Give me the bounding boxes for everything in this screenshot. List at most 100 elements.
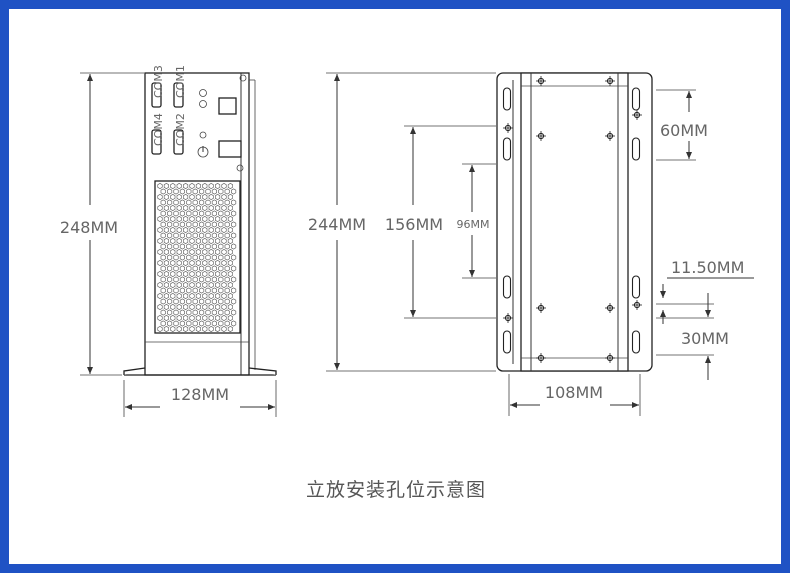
vent-cell [202, 282, 208, 288]
vent-cell [163, 271, 169, 277]
vent-cell [170, 249, 176, 255]
vent-cell [179, 243, 185, 250]
vent-cell [221, 326, 227, 332]
vent-cell [189, 183, 195, 189]
vent-cell [215, 216, 221, 222]
com-port [173, 129, 184, 155]
vent-cell [179, 221, 185, 228]
dimension-30: 30MM [656, 293, 729, 380]
vent-cell [160, 232, 166, 239]
led-indicator [199, 100, 207, 108]
vent-cell [163, 304, 169, 310]
vent-cell [227, 238, 233, 244]
width-label: 128MM [171, 385, 229, 404]
height-label: 244MM [308, 215, 366, 234]
vent-cell [160, 276, 166, 283]
front-view: COM3 COM1 COM4 COM2 [123, 65, 277, 376]
mounting-slot [631, 87, 641, 111]
com-port-group: COM3 COM1 COM4 COM2 [151, 65, 187, 155]
vent-cell [199, 232, 205, 239]
offset-label: 11.50MM [671, 258, 744, 277]
vent-cell [167, 254, 173, 261]
vent-cell [208, 183, 214, 189]
vent-cell [218, 309, 224, 316]
vent-cell [208, 205, 214, 211]
vent-cell [227, 183, 233, 189]
vent-cell [215, 238, 221, 244]
vent-cell [215, 205, 221, 211]
vent-cell [227, 293, 233, 299]
vent-cell [205, 309, 211, 316]
vent-cell [163, 260, 169, 266]
vent-cell [157, 183, 163, 189]
vent-cell [189, 315, 195, 321]
dimension-128: 128MM [123, 380, 277, 417]
vent-cell [167, 221, 173, 228]
vent-cell [192, 287, 198, 294]
vent-cell [192, 320, 198, 327]
vent-cell [205, 221, 211, 228]
vent-cell [173, 232, 179, 239]
led-indicator [199, 89, 207, 97]
vent-cell [163, 205, 169, 211]
vent-cell [163, 293, 169, 299]
vent-cell [157, 194, 163, 200]
vent-cell [224, 210, 230, 217]
vent-cell [163, 282, 169, 288]
vent-cell [189, 216, 195, 222]
vent-cell [179, 276, 185, 283]
dimension-60: 60MM [656, 89, 708, 161]
vent-cell [211, 298, 217, 305]
vent-cell [173, 265, 179, 272]
vent-cell [176, 238, 182, 244]
vent-cell [195, 293, 201, 299]
vent-cell [157, 315, 163, 321]
vent-cell [179, 210, 185, 217]
vent-cell [170, 260, 176, 266]
vent-cell [195, 304, 201, 310]
vent-cell [179, 199, 185, 206]
vent-cell [224, 287, 230, 294]
vent-cell [173, 309, 179, 316]
vent-cell [211, 243, 217, 250]
vent-cell [195, 216, 201, 222]
vent-cell [211, 276, 217, 283]
vent-cell [211, 232, 217, 239]
vent-cell [176, 227, 182, 233]
vent-cell [163, 227, 169, 233]
vent-cell [186, 243, 192, 250]
vent-cell [173, 287, 179, 294]
dimension-156: 156MM [385, 125, 496, 319]
vent-cell [215, 271, 221, 277]
vent-cell [208, 326, 214, 332]
vent-cell [189, 282, 195, 288]
vent-cell [224, 243, 230, 250]
vent-cell [183, 304, 189, 310]
vent-cell [231, 320, 237, 327]
vent-cell [202, 216, 208, 222]
vent-cell [160, 265, 166, 272]
vent-cell [189, 304, 195, 310]
vent-cell [186, 265, 192, 272]
vent-cell [183, 260, 189, 266]
vent-cell [192, 309, 198, 316]
vent-cell [221, 260, 227, 266]
vent-cell [183, 271, 189, 277]
vent-cell [199, 188, 205, 195]
vent-cell [195, 238, 201, 244]
vent-cell [218, 276, 224, 283]
vent-cell [163, 183, 169, 189]
vent-cell [183, 227, 189, 233]
vent-cell [163, 238, 169, 244]
vent-cell [205, 276, 211, 283]
vent-cell [227, 227, 233, 233]
vent-cell [189, 227, 195, 233]
vent-cell [192, 221, 198, 228]
vent-cell [221, 194, 227, 200]
vent-cell [224, 232, 230, 239]
vent-cell [205, 188, 211, 195]
vent-cell [231, 221, 237, 228]
vent-cell [192, 188, 198, 195]
vent-cell [202, 293, 208, 299]
vent-cell [173, 254, 179, 261]
